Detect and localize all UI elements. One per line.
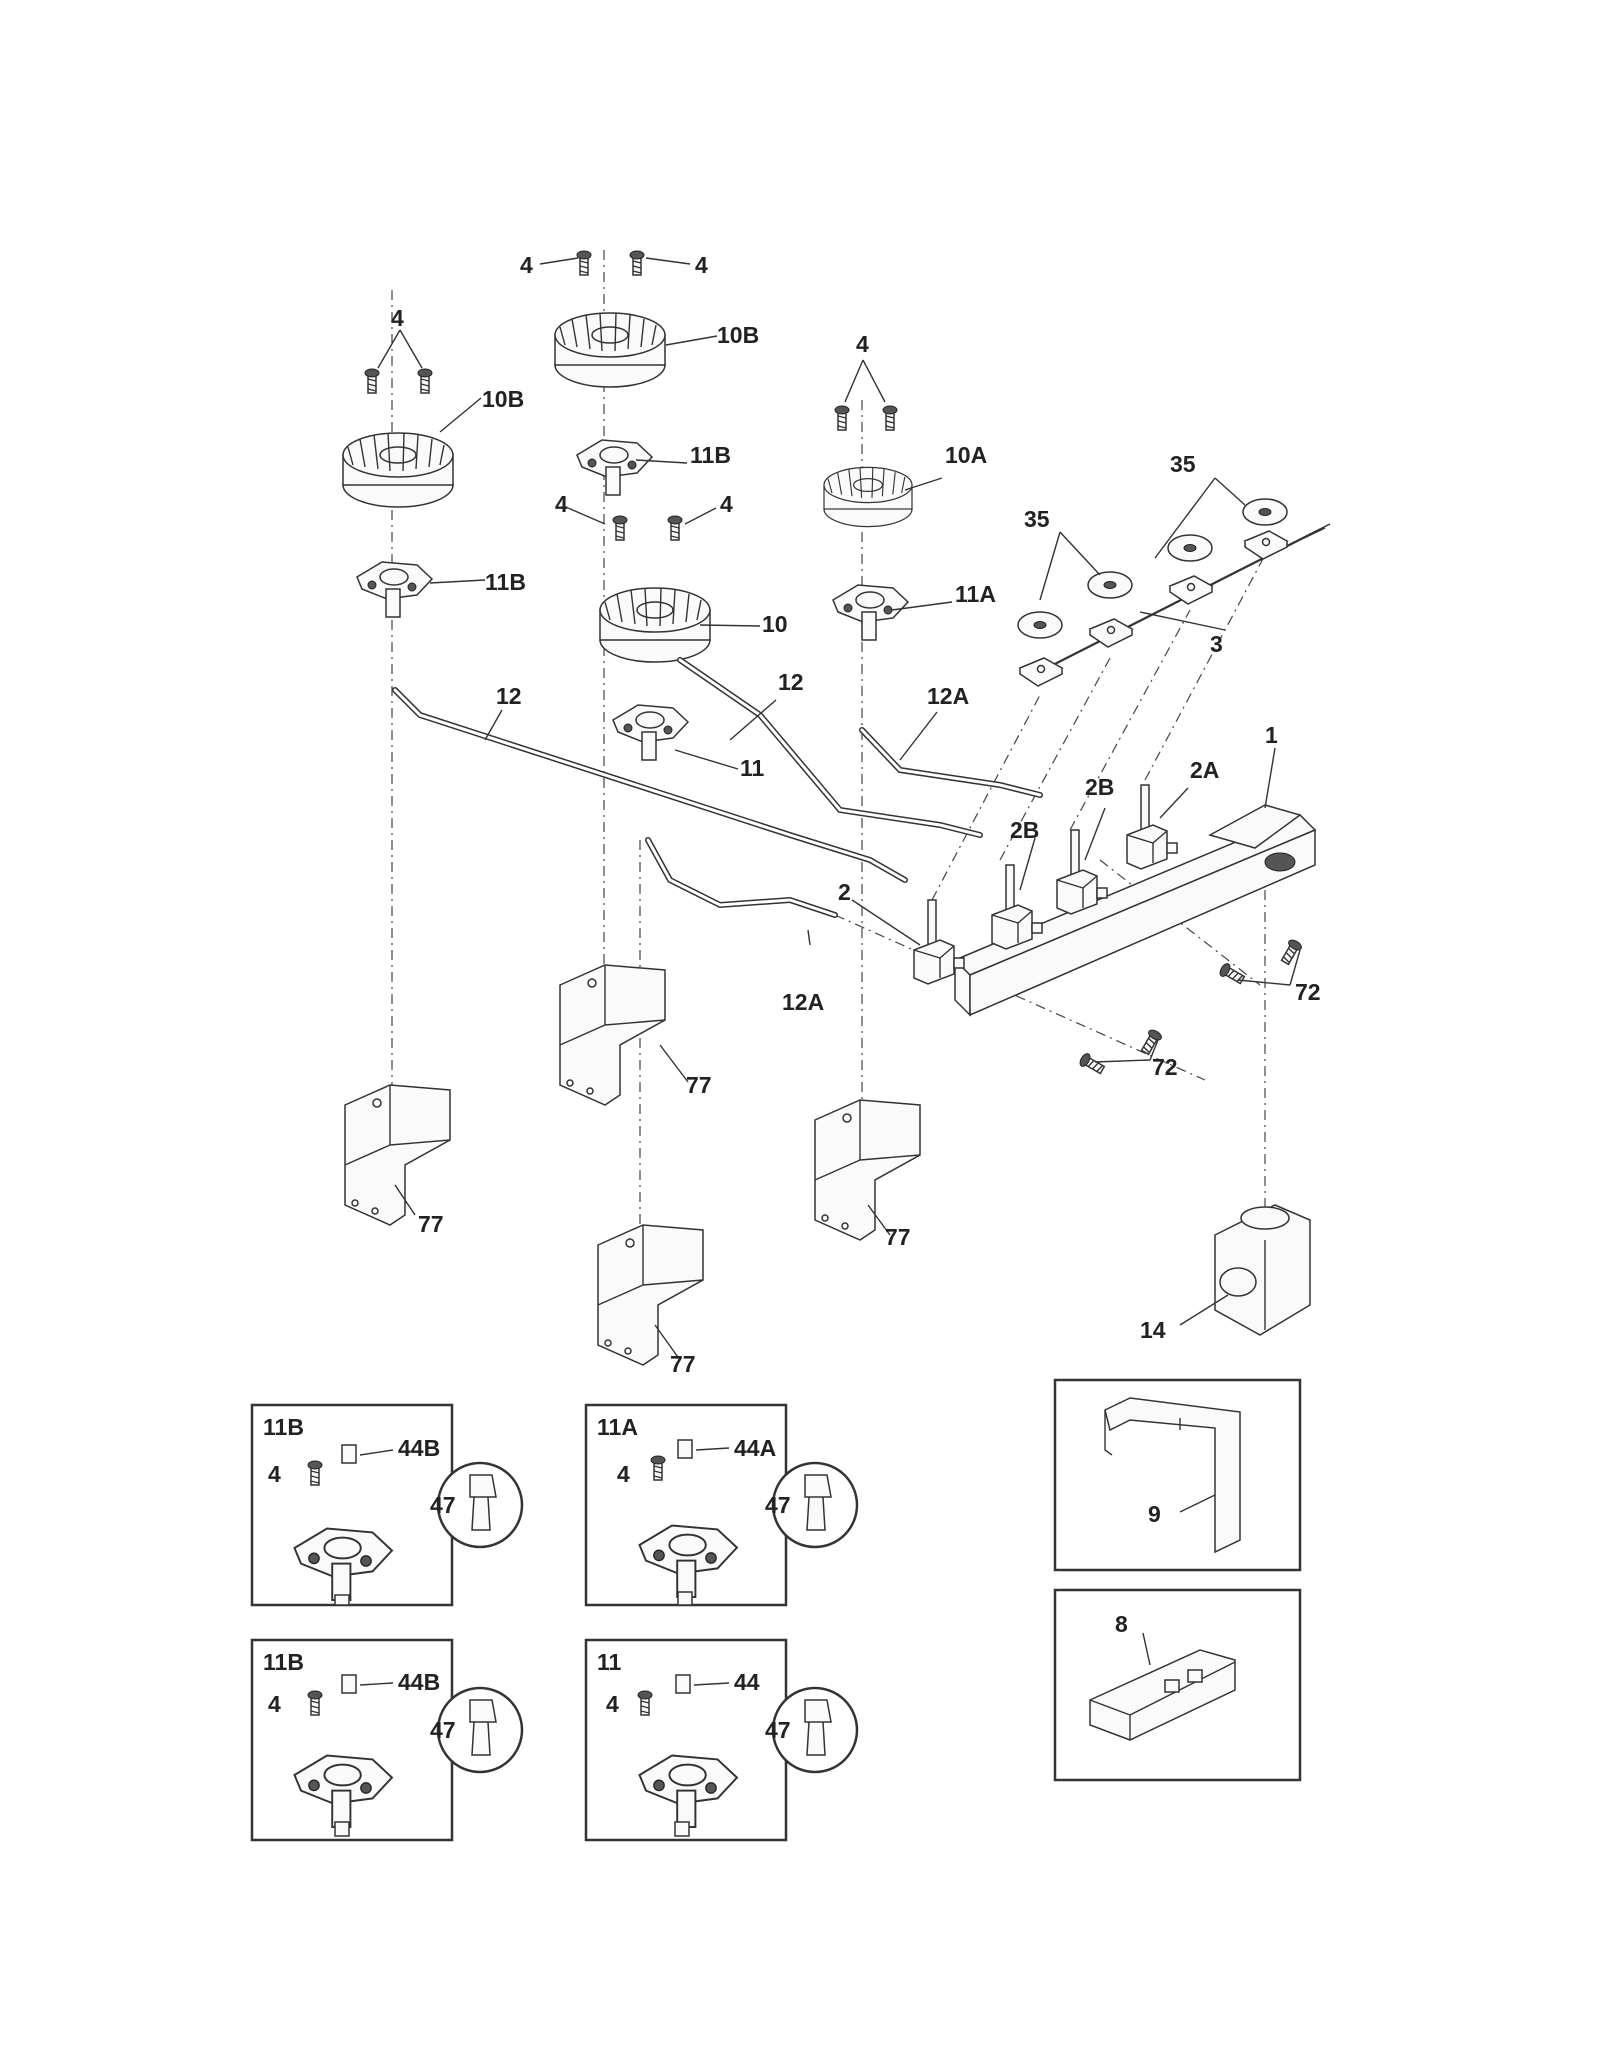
inset-detail-label: 47 bbox=[430, 1492, 456, 1518]
manifold bbox=[953, 804, 1317, 1017]
label-electrode-mid: 35 bbox=[1024, 506, 1050, 532]
label-head-top: 11B bbox=[690, 442, 731, 468]
inset-orifice-label: 44B bbox=[398, 1669, 440, 1695]
label-screws-72-a: 72 bbox=[1295, 979, 1321, 1005]
inset-11a: 11A 4 44A 47 bbox=[584, 1403, 859, 1607]
gas-tubes bbox=[392, 657, 1043, 918]
label-tube-left: 12 bbox=[496, 683, 522, 709]
label-screw-c: 4 bbox=[391, 305, 404, 331]
label-screw-a: 4 bbox=[520, 252, 533, 278]
inset-label: 11 bbox=[597, 1649, 622, 1675]
label-screw-f: 4 bbox=[720, 491, 733, 517]
label-screw-d: 4 bbox=[856, 331, 869, 357]
label-valve-b1: 2B bbox=[1010, 817, 1039, 843]
inset-orifice-label: 44B bbox=[398, 1435, 440, 1461]
inset-screw-label: 4 bbox=[606, 1691, 619, 1717]
inset-11: 11 4 44 47 bbox=[584, 1638, 859, 1842]
inset-label: 11B bbox=[263, 1414, 304, 1440]
label-wire-harness: 3 bbox=[1210, 631, 1223, 657]
box-bracket-9: 9 bbox=[1053, 1378, 1302, 1572]
inset-11b-top: 11B 4 44B 47 bbox=[250, 1403, 524, 1607]
label-head-right: 11A bbox=[955, 581, 996, 607]
label-cap-left: 10B bbox=[482, 386, 524, 412]
brackets-77 bbox=[344, 964, 921, 1366]
inset-screw-label: 4 bbox=[268, 1691, 281, 1717]
label-tube-mid: 12 bbox=[778, 669, 804, 695]
label-cap-center: 10 bbox=[762, 611, 788, 637]
label-head-left: 11B bbox=[485, 569, 526, 595]
label-bracket-b: 77 bbox=[686, 1072, 712, 1098]
label-screw-b: 4 bbox=[695, 252, 708, 278]
label-tube-low: 12A bbox=[782, 989, 824, 1015]
label-head-center: 11 bbox=[740, 755, 765, 781]
label-regulator: 14 bbox=[1140, 1317, 1166, 1343]
inset-screw-label: 4 bbox=[268, 1461, 281, 1487]
burner-caps bbox=[342, 312, 913, 663]
label-bracket-9: 9 bbox=[1148, 1501, 1161, 1527]
label-electrode-top: 35 bbox=[1170, 451, 1196, 477]
label-screws-72-b: 72 bbox=[1152, 1054, 1178, 1080]
label-bracket-c: 77 bbox=[885, 1224, 911, 1250]
inset-detail-label: 47 bbox=[430, 1717, 456, 1743]
label-cap-right: 10A bbox=[945, 442, 987, 468]
regulator bbox=[1214, 1204, 1311, 1336]
inset-11b-bottom: 11B 4 44B 47 bbox=[250, 1638, 524, 1842]
screws-72 bbox=[1077, 937, 1304, 1077]
label-valve-a: 2A bbox=[1190, 757, 1219, 783]
inset-screw-label: 4 bbox=[617, 1461, 630, 1487]
label-spark-module-8: 8 bbox=[1115, 1611, 1128, 1637]
label-tube-right: 12A bbox=[927, 683, 969, 709]
inset-detail-label: 47 bbox=[765, 1492, 791, 1518]
label-cap-top: 10B bbox=[717, 322, 759, 348]
leader-lines bbox=[377, 257, 1301, 1361]
label-bracket-d: 77 bbox=[670, 1351, 696, 1377]
inset-orifice-label: 44A bbox=[734, 1435, 776, 1461]
inset-orifice-label: 44 bbox=[734, 1669, 760, 1695]
label-valve-b2: 2B bbox=[1085, 774, 1114, 800]
box-spark-module-8: 8 bbox=[1053, 1588, 1302, 1782]
label-valve-main: 2 bbox=[838, 879, 851, 905]
wire-harness bbox=[1017, 498, 1331, 687]
label-bracket-a: 77 bbox=[418, 1211, 444, 1237]
inset-label: 11B bbox=[263, 1649, 304, 1675]
label-screw-e: 4 bbox=[555, 491, 568, 517]
inset-detail-label: 47 bbox=[765, 1717, 791, 1743]
label-manifold: 1 bbox=[1265, 722, 1278, 748]
inset-label: 11A bbox=[597, 1414, 638, 1440]
part-labels: 4 4 4 4 4 4 10B 10B 10A 10 11B 11B 11A 1… bbox=[391, 252, 1321, 1377]
